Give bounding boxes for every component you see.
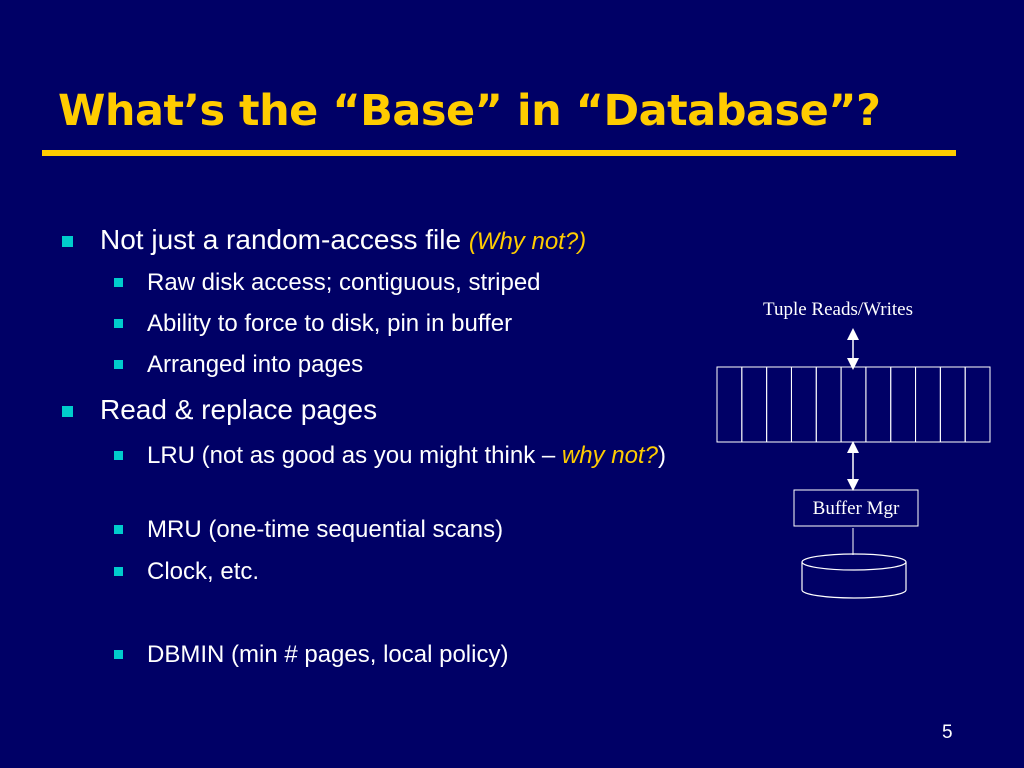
sub-bullet-marker xyxy=(114,567,123,576)
buffer-page-slot xyxy=(840,366,867,443)
bullet-1-1-text: Raw disk access; contiguous, striped xyxy=(147,269,541,296)
bullet-1-highlight: (Why not?) xyxy=(468,228,587,255)
sub-bullet-marker xyxy=(114,451,123,460)
bullet-1-3-text: Arranged into pages xyxy=(147,351,364,378)
slide-title: What’s the “Base” in “Database”? xyxy=(58,86,881,136)
sub-bullet-marker xyxy=(114,650,123,659)
buffer-page-slot xyxy=(964,366,991,443)
bullet-2-text: Read & replace pages xyxy=(100,394,378,425)
sub-bullet-marker xyxy=(114,278,123,287)
bullet-2-4-text: DBMIN (min # pages, local policy) xyxy=(147,641,509,668)
bullet-2-3-text: Clock, etc. xyxy=(147,558,260,585)
sub-bullet-marker xyxy=(114,319,123,328)
bullet-marker xyxy=(62,236,73,247)
bullet-2-1-text: LRU (not as good as you might think – xyxy=(147,442,562,469)
buffer-page-slot xyxy=(766,366,792,443)
buffer-page-slot xyxy=(815,366,842,443)
bullet-1-1: Raw disk access; contiguous, striped xyxy=(114,266,674,300)
buffer-mgr-box xyxy=(793,489,919,527)
bullet-2-1-after: ) xyxy=(657,442,666,469)
bullet-2-2-text: MRU (one-time sequential scans) xyxy=(147,516,504,543)
buffer-mgr-label: Buffer Mgr xyxy=(812,498,900,519)
sub-bullet-marker xyxy=(114,360,123,369)
buffer-page-slot xyxy=(741,366,768,443)
bullet-2-1: LRU (not as good as you might think – wh… xyxy=(114,439,674,473)
bullet-2-4: DBMIN (min # pages, local policy) xyxy=(114,638,674,672)
bullet-2-1-highlight: why not? xyxy=(561,442,658,469)
title-underline xyxy=(42,150,956,156)
buffer-page-slot xyxy=(890,366,917,443)
bullet-1: Not just a random-access file (Why not?) xyxy=(62,224,586,256)
bullet-marker xyxy=(62,406,73,417)
disk-icon xyxy=(801,553,907,599)
tuple-reads-writes-label: Tuple Reads/Writes xyxy=(763,299,913,320)
buffer-page-slot xyxy=(915,366,941,443)
buffer-page-slot xyxy=(939,366,966,443)
buffer-page-slot xyxy=(716,366,743,443)
bullet-1-2-text: Ability to force to disk, pin in buffer xyxy=(147,310,513,337)
buffer-page-slot xyxy=(790,366,817,443)
bullet-2-2: MRU (one-time sequential scans) xyxy=(114,513,674,547)
bullet-2: Read & replace pages xyxy=(62,394,377,426)
bullet-1-text: Not just a random-access file xyxy=(100,224,469,255)
buffer-page-slot xyxy=(865,366,892,443)
sub-bullet-marker xyxy=(114,525,123,534)
bullet-2-3: Clock, etc. xyxy=(114,555,674,589)
bullet-1-2: Ability to force to disk, pin in buffer xyxy=(114,307,674,341)
buffer-pages xyxy=(716,366,991,443)
page-number: 5 xyxy=(942,722,953,743)
bullet-1-3: Arranged into pages xyxy=(114,348,674,382)
